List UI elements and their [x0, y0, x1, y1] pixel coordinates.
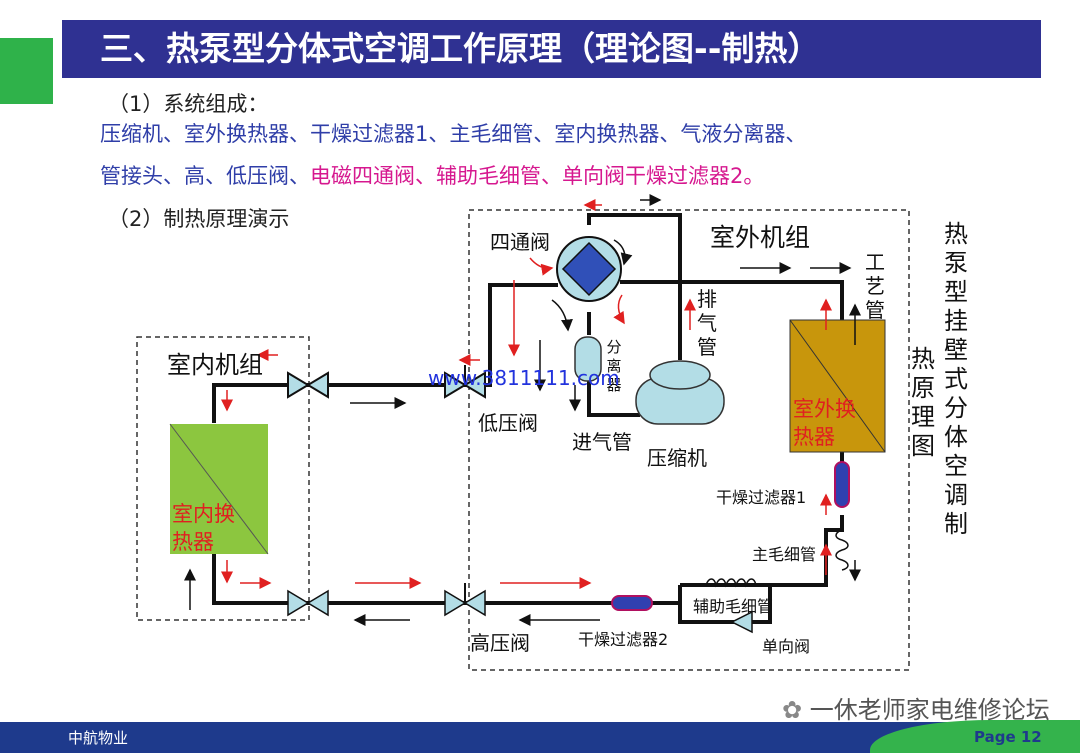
label-main-capillary: 主毛细管 — [752, 545, 817, 564]
section-heating-demo: （2）制热原理演示 — [108, 207, 290, 231]
four-way-valve-icon — [556, 236, 622, 302]
indoor-valve-icon — [287, 371, 329, 399]
watermark-url: www.3811111.com — [428, 366, 620, 390]
label-outdoor-heat-exchanger: 室外换热器 — [793, 397, 856, 449]
side-label-outer: 热泵型挂壁式分体空调制 — [944, 220, 968, 538]
components-line-2-blue: 管接头、高、低压阀、 — [100, 164, 310, 188]
label-indoor-unit: 室内机组 — [167, 351, 263, 379]
dryer-filter-2-icon — [611, 595, 653, 611]
label-separator: 分离器 — [606, 338, 622, 394]
heating-flow-arrows — [221, 199, 832, 589]
outdoor-heat-exchanger — [789, 319, 886, 453]
label-check-valve: 单向阀 — [762, 637, 811, 656]
label-indoor-heat-exchanger: 室内换热器 — [172, 502, 235, 554]
wechat-icon: ✿ — [782, 696, 803, 724]
side-label-inner: 热原理图 — [911, 345, 935, 460]
label-dryer-filter-1: 干燥过滤器1 — [716, 488, 807, 507]
separator-icon — [574, 336, 602, 382]
check-valve-icon — [730, 610, 753, 634]
indoor-unit-boundary — [136, 336, 310, 621]
footer-page-number: Page 12 — [974, 728, 1042, 746]
label-compressor: 压缩机 — [647, 446, 707, 470]
compressor-icon — [635, 360, 725, 425]
dryer-filter-1-icon — [834, 461, 850, 508]
label-intake-tube: 进气管 — [572, 430, 632, 454]
watermark-account-text: 一休老师家电维修论坛 — [809, 696, 1050, 724]
indoor-lower-valve-icon — [287, 589, 329, 617]
label-aux-capillary: 辅助毛细管 — [693, 597, 774, 616]
low-pressure-valve-icon — [444, 365, 486, 399]
label-process-tube: 工艺管 — [865, 250, 885, 322]
watermark-account: ✿ 一休老师家电维修论坛 — [782, 690, 1050, 725]
section-system-composition: （1）系统组成： — [108, 92, 269, 116]
cooling-flow-arrows — [184, 194, 861, 626]
components-line-2-magenta: 电磁四通阀、辅助毛细管、单向阀干燥过滤器2。 — [310, 164, 765, 188]
refrigerant-pipes — [212, 213, 844, 624]
label-four-way-valve: 四通阀 — [490, 230, 550, 254]
accent-tab — [0, 38, 53, 104]
outdoor-unit-boundary — [468, 209, 910, 671]
indoor-heat-exchanger — [169, 423, 269, 555]
components-line-1: 压缩机、室外换热器、干燥过滤器1、主毛细管、室内换热器、气液分离器、 — [100, 122, 807, 146]
page-title: 三、热泵型分体式空调工作原理（理论图--制热） — [62, 20, 1041, 78]
high-pressure-valve-icon — [444, 583, 486, 617]
label-low-pressure-valve: 低压阀 — [478, 411, 538, 435]
label-exhaust-tube: 排气管 — [697, 287, 717, 359]
label-dryer-filter-2: 干燥过滤器2 — [578, 630, 669, 649]
aux-capillary-coil — [705, 578, 757, 588]
footer-company: 中航物业 — [68, 729, 129, 747]
label-outdoor-unit: 室外机组 — [710, 223, 811, 252]
label-high-pressure-valve: 高压阀 — [470, 631, 530, 655]
main-capillary-coil — [835, 529, 849, 571]
components-line-2: 管接头、高、低压阀、电磁四通阀、辅助毛细管、单向阀干燥过滤器2。 — [100, 160, 764, 190]
